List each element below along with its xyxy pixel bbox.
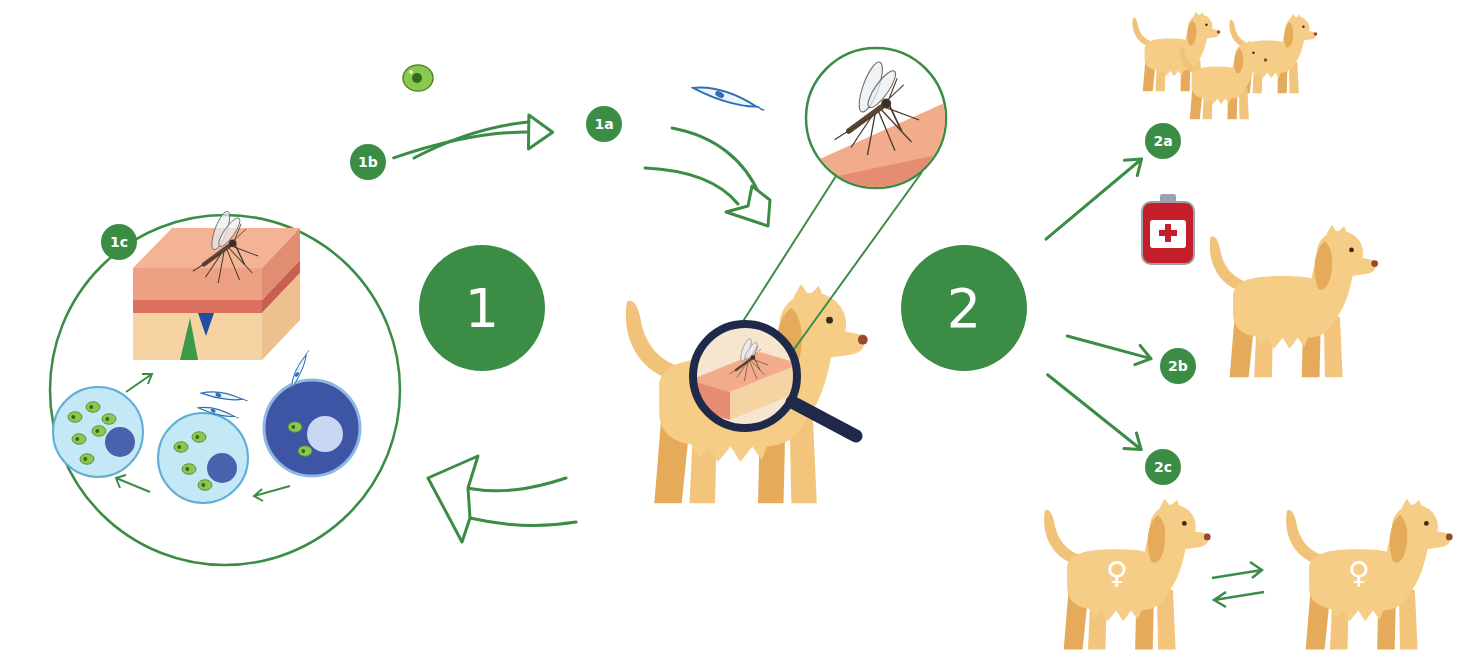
node-text: 1a [594,116,613,132]
step-badge: 2b [1160,348,1196,384]
node-text: 2 [947,277,981,340]
inflow-triangle [180,318,198,360]
skin-dermis [133,300,262,313]
zoom-content [800,60,960,210]
cycle-outline [50,215,400,565]
zoom-line [740,176,836,326]
amastigote [102,414,116,425]
flow-arrow [1067,336,1151,365]
amastigote [68,412,82,423]
arrow-head [1124,433,1141,450]
promastigote [285,351,315,389]
amastigote [72,434,86,445]
skin-epidermis [133,268,262,300]
amastigote [174,442,188,453]
amastigote-icon [403,65,433,91]
macrophage [53,387,143,477]
dog [1286,498,1453,649]
bag-label [1150,220,1186,248]
amastigote [86,402,100,413]
step-badge: 2a [1145,123,1181,159]
hollow-arrow-head [428,456,478,542]
arrow-line [394,132,531,158]
exchange-arrow [1212,562,1262,578]
hollow-arrow-head [726,186,770,226]
step-badge: 2c [1145,449,1181,485]
arrow-head [528,115,552,149]
node-text: 2b [1168,358,1188,374]
arrow-line [1046,159,1142,239]
cycle-arrow [116,475,150,492]
macrophage-nucleus [207,453,237,483]
hollow-arrow-line [466,478,566,491]
promastigote [201,385,247,409]
bag-body [1142,202,1194,264]
arrow-line [1048,375,1142,450]
cycle-arrow [126,374,152,392]
macrophage [158,413,248,503]
cycle-arrow [254,486,290,501]
flow-arrow [394,115,553,158]
hollow-arrow-line [470,518,576,525]
promastigote-icon [693,75,764,122]
step-badge: 1b [350,144,386,180]
amastigote-cell [403,65,433,91]
amastigote [192,432,206,443]
skin-hypodermis [133,313,262,360]
node-text: 1b [358,154,378,170]
female-symbol: ♀ [1106,558,1128,588]
amastigote [198,480,212,491]
outflow-triangle [198,313,214,336]
amastigote-spot [409,70,413,74]
sandfly [730,338,769,381]
flow-arrow [1046,159,1142,239]
amastigote [298,446,312,457]
step-badge: 1a [586,106,622,142]
bag-cross [1159,224,1177,242]
dog [1210,225,1378,378]
amastigote [92,426,106,437]
skin-cycle [50,209,400,565]
macrophage-nucleus [307,416,343,452]
route-number: 1 [419,245,545,371]
arrow-head [1135,345,1151,364]
flow-arrow [1048,375,1142,450]
amastigote [288,422,302,433]
dog [1044,498,1211,649]
node-text: 1 [465,277,499,340]
promastigote [198,401,239,426]
skin-side [262,273,300,360]
step-badge: 1c [101,224,137,260]
sandfly [835,60,920,156]
female-symbol: ♀ [1348,558,1370,588]
macrophage-nucleus [105,427,135,457]
hollow-arrow-line [414,122,528,158]
amastigote [182,464,196,475]
amastigote [80,454,94,465]
sandfly [193,209,258,283]
macrophage [264,380,360,476]
amastigote-nucleus [412,73,422,83]
node-text: 2a [1153,133,1172,149]
exchange-arrow [1214,592,1264,607]
puppy [1179,40,1267,120]
lens-handle [792,402,856,436]
blood-bag [1142,194,1194,264]
arrow-line [1067,336,1151,359]
hollow-arrow-line [645,168,738,204]
route-number: 2 [901,245,1027,371]
lens-ring [693,324,797,428]
skin-layer [800,150,960,210]
node-text: 2c [1154,459,1172,475]
arrow-head [1124,159,1141,176]
node-text: 1c [110,234,128,250]
